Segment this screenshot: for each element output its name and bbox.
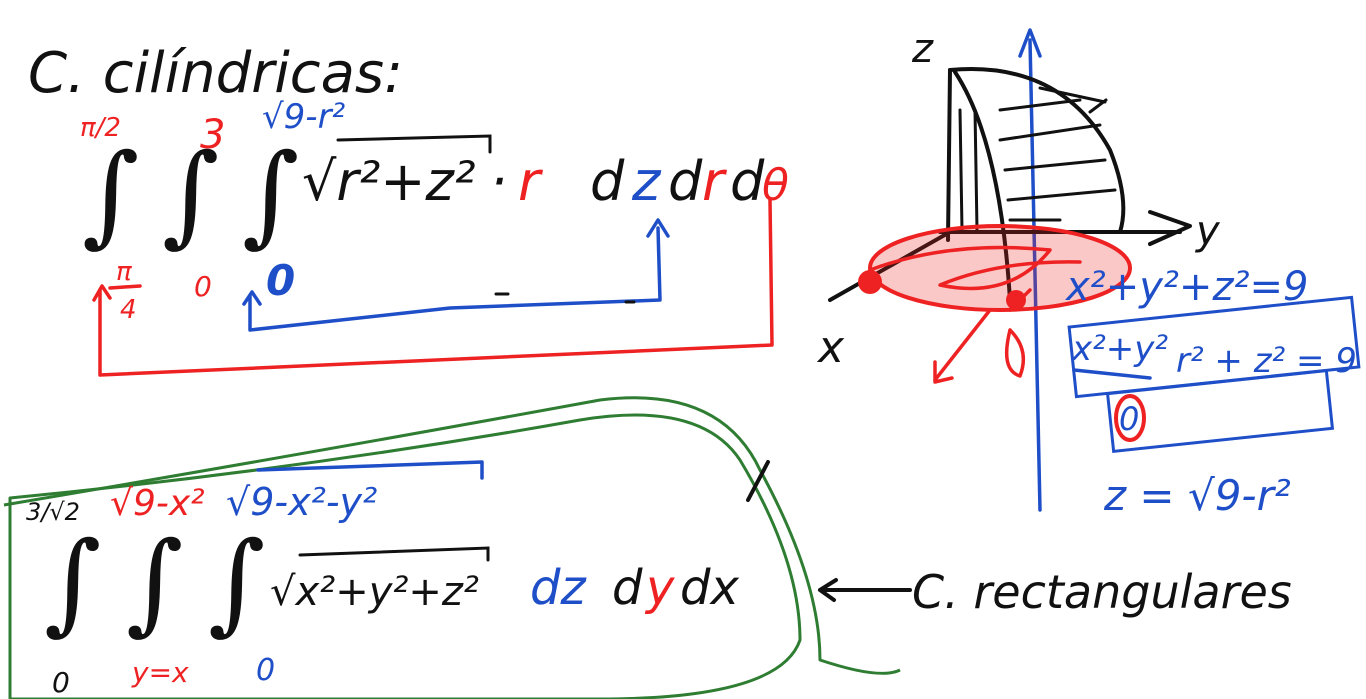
- green-enclosure-outer: [3, 396, 901, 675]
- rect-upper-x: 3/√2: [26, 498, 80, 526]
- integral-sign-1: ∫: [82, 130, 139, 258]
- rect-z-sqrt-overline: [256, 460, 484, 480]
- green-enclosure: [8, 413, 802, 699]
- cyl-r-var: r: [702, 150, 727, 213]
- eq-circled-zero: 0: [1119, 400, 1139, 438]
- rect-integral-3: ∫: [208, 518, 265, 646]
- cyl-r-factor: r: [518, 150, 543, 213]
- rect-d-y: d: [612, 560, 643, 616]
- z-upper-limit: √9-r²: [262, 97, 346, 137]
- axis-z-label: z: [911, 26, 934, 72]
- cyl-integrand: √r²+z²: [302, 150, 476, 213]
- axis-y-label: y: [1195, 208, 1221, 254]
- z-axis: [946, 68, 952, 242]
- rect-sqrt-overline: [298, 546, 490, 562]
- theta-lower-limit-den: 4: [120, 295, 137, 325]
- integral-sign-2: ∫: [162, 130, 219, 258]
- rect-integral-2: ∫: [126, 518, 183, 646]
- integral-sign-3: ∫: [242, 130, 299, 258]
- cylindrical-title: C. cilíndricas:: [28, 41, 403, 106]
- red-endpoint-2: [1006, 290, 1026, 310]
- rect-lower-y: y=x: [131, 656, 189, 689]
- rect-upper-y: √9-x²: [110, 483, 205, 524]
- rect-lower-x: 0: [52, 666, 70, 699]
- cyl-d2: d: [668, 150, 703, 213]
- eq-sphere: x²+y²+z²=9: [1064, 264, 1308, 310]
- axis-x-label: x: [816, 322, 845, 373]
- cyl-d3: d: [730, 150, 765, 213]
- red-theta-mark: [1004, 328, 1026, 378]
- eq-result: z = √9-r²: [1103, 471, 1291, 520]
- cyl-d1: d: [590, 150, 625, 213]
- rect-dx: dx: [680, 560, 739, 616]
- rect-upper-z: √9-x²-y²: [226, 480, 377, 524]
- r-lower-limit: 0: [194, 270, 212, 303]
- cyl-theta-var: θ: [762, 160, 789, 211]
- rect-dz: dz: [530, 560, 587, 616]
- x-axis: [828, 230, 952, 302]
- rect-label-arrow: [818, 578, 912, 602]
- red-theta-connector: [92, 198, 774, 377]
- rect-integral-1: ∫: [44, 518, 101, 646]
- corner-tick: [746, 460, 770, 502]
- sphere-inner-curve: [953, 70, 1012, 302]
- red-arrow: [933, 308, 992, 384]
- blue-z-connector: [242, 218, 670, 332]
- rect-lower-z: 0: [256, 653, 275, 688]
- eq-sub1: x²+y²: [1071, 329, 1168, 369]
- sphere-hatching: [958, 86, 1117, 232]
- eq-lower-box: [1105, 369, 1335, 453]
- theta-lower-fraction-bar: [108, 284, 142, 290]
- theta-lower-limit-num: π: [116, 257, 132, 287]
- r-upper-limit: 3: [200, 112, 225, 158]
- red-endpoint: [858, 270, 882, 294]
- rect-label: C. rectangulares: [912, 565, 1292, 619]
- blue-vertical-line: [1018, 28, 1042, 512]
- z-lower-limit: 0: [266, 256, 295, 305]
- eq-circled-mark: [1114, 394, 1146, 442]
- cyl-sqrt-overline: [336, 134, 492, 154]
- rect-y-var: y: [644, 560, 675, 616]
- eq-sub2: r² + z² = 9: [1176, 341, 1357, 381]
- sphere-outline: [948, 67, 1126, 234]
- cyl-z-var: z: [631, 150, 662, 213]
- rect-integrand: √x²+y²+z²: [270, 569, 479, 615]
- cyl-dot: ·: [490, 150, 507, 213]
- theta-upper-limit: π/2: [80, 113, 121, 143]
- eq-strike: [1072, 368, 1152, 380]
